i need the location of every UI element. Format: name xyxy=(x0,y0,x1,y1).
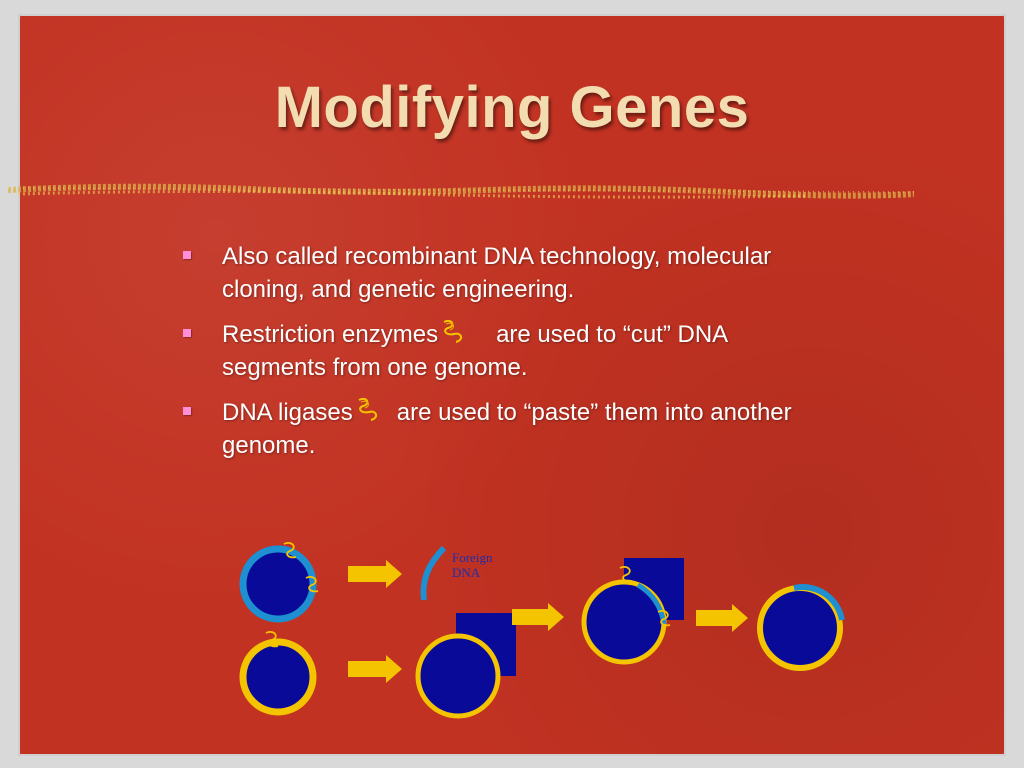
cut-cell xyxy=(415,613,516,719)
bullet-item: Also called recombinant DNA technology, … xyxy=(180,240,830,306)
arrow-right-icon xyxy=(512,603,564,631)
bullet-text-continued: are used to “paste” them into another ge… xyxy=(222,399,792,459)
bullet-item: Restriction enzymes are used to “cut” DN… xyxy=(180,318,830,384)
slide-title: Modifying Genes xyxy=(274,75,750,140)
recombinant-cell xyxy=(757,584,845,671)
bullet-list: Also called recombinant DNA technology, … xyxy=(180,240,830,474)
decorative-divider xyxy=(8,183,914,199)
recombining-cell xyxy=(581,558,684,665)
bullet-text: DNA ligases xyxy=(222,399,353,426)
restriction-enzyme-icon xyxy=(283,542,319,593)
bullet-marker xyxy=(183,329,191,337)
bullet-text: Restriction enzymes xyxy=(222,321,439,348)
slide-background xyxy=(18,14,1006,756)
plasmid-blue-ring xyxy=(239,545,317,623)
arrow-right-icon xyxy=(696,604,748,632)
bullet-text: Also called recombinant DNA technology, … xyxy=(222,243,772,303)
cell-yellow-ring xyxy=(239,638,317,716)
bullet-text-continued: are used to “cut” DNA segments from one … xyxy=(222,321,727,381)
restriction-enzyme-icon xyxy=(443,319,463,343)
ligase-enzyme-icon xyxy=(358,397,377,421)
bullet-item: DNA ligases are used to “paste” them int… xyxy=(180,396,830,462)
foreign-label-line-2: DNA xyxy=(452,565,481,580)
bullet-marker xyxy=(183,407,191,415)
arrow-right-icon xyxy=(348,655,402,683)
ligase-enzyme-icon xyxy=(619,566,671,627)
foreign-label-line-1: Foreign xyxy=(452,550,493,565)
foreign-dna-label: Foreign DNA xyxy=(452,550,492,580)
foreign-dna-fragment xyxy=(420,545,447,601)
arrow-right-icon xyxy=(348,560,402,588)
restriction-enzyme-icon xyxy=(265,631,279,648)
bullet-marker xyxy=(183,251,191,259)
